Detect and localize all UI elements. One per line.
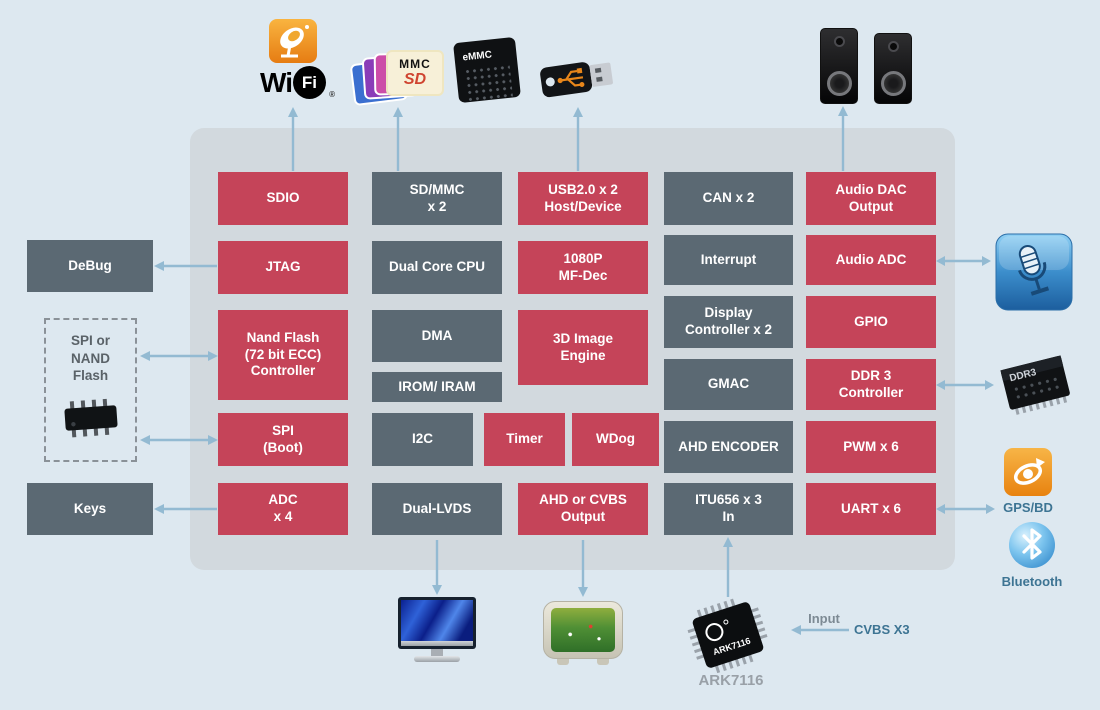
arrow-jtag-debug [154, 261, 217, 271]
speaker-left-icon [820, 28, 858, 104]
speaker-right-icon [874, 33, 912, 104]
block-keys: Keys [27, 483, 153, 535]
mmc-sd-front-card: MMC SD [386, 50, 444, 96]
block-1080p-mfdec: 1080P MF-Dec [518, 241, 648, 294]
headrest-monitor-body [543, 601, 623, 659]
block-itu656: ITU656 x 3 In [664, 483, 793, 535]
block-3d-image-engine: 3D Image Engine [518, 310, 648, 385]
arrow-nandflash-spinand [140, 351, 218, 361]
block-dual-lvds: Dual-LVDS [372, 483, 502, 535]
block-can: CAN x 2 [664, 172, 793, 225]
emmc-label: eMMC [462, 49, 493, 64]
block-pwm: PWM x 6 [806, 421, 936, 473]
arrow-usb-drive [573, 107, 583, 171]
ahd-monitor-icon [543, 601, 623, 665]
wifi-logo-wi: Wi [260, 66, 293, 98]
arrow-ahdout-monitor [578, 540, 588, 597]
spi-nand-flash-box: SPI or NAND Flash [44, 318, 137, 462]
headrest-monitor-mounts [557, 659, 609, 665]
wifi-logo-fi-circle: Fi [292, 66, 326, 99]
block-nand-flash-controller: Nand Flash (72 bit ECC) Controller [218, 310, 348, 400]
ddr3-chip-icon: DDR3 [992, 348, 1082, 427]
input-label: Input [808, 611, 840, 626]
bluetooth-icon [1007, 520, 1057, 575]
wifi-logo: Wi Fi ® [260, 66, 335, 99]
lcd-frame [398, 597, 476, 649]
ark7116-chip-icon: ARK7116 [685, 596, 771, 679]
block-sdmmc: SD/MMC x 2 [372, 172, 502, 225]
wifi-device: Wi Fi ® [251, 18, 335, 99]
block-i2c: I2C [372, 413, 473, 466]
woofer-icon [826, 71, 852, 96]
wifi-logo-fi: Fi [301, 72, 318, 92]
lcd-stand-base [414, 656, 460, 662]
lcd-monitor-icon [398, 597, 476, 662]
block-ddr3-controller: DDR 3 Controller [806, 359, 936, 410]
arrow-ddr3ctrl-ddr3chip [936, 380, 994, 390]
block-dma: DMA [372, 310, 502, 362]
wifi-registered-mark: ® [329, 90, 335, 99]
arrow-sdio-wifi [288, 107, 298, 171]
block-gpio: GPIO [806, 296, 936, 348]
block-sdio: SDIO [218, 172, 348, 225]
microphone-icon [995, 233, 1073, 316]
arrow-sdmmc-cards [393, 107, 403, 171]
woofer-icon [880, 71, 906, 96]
mmc-text: MMC [399, 57, 431, 71]
block-spi-boot: SPI (Boot) [218, 413, 348, 466]
emmc-chip-icon: eMMC [453, 36, 521, 104]
satellite-dish-icon [269, 19, 317, 63]
mmc-sd-cards-icon: MMC SD [349, 50, 448, 107]
arrow-audioadc-mic [936, 256, 991, 266]
tweeter-icon [833, 36, 845, 47]
gps-label: GPS/BD [1003, 500, 1053, 515]
block-display-controller: Display Controller x 2 [664, 296, 793, 348]
arrow-audiodac-speakers [838, 106, 848, 171]
lcd-stand-neck [431, 649, 443, 656]
block-ahd-encoder: AHD ENCODER [664, 421, 793, 473]
arrow-uart-gps-bt [936, 504, 995, 514]
block-ahd-cvbs-output: AHD or CVBS Output [518, 483, 648, 535]
arrow-adc-keys [154, 504, 217, 514]
spi-nand-flash-label: SPI or NAND Flash [70, 333, 110, 384]
gps-icon [1003, 447, 1053, 502]
block-wdog: WDog [572, 413, 659, 466]
block-gmac: GMAC [664, 359, 793, 410]
block-jtag: JTAG [218, 241, 348, 294]
lcd-screen [401, 600, 473, 641]
soic-chip-icon [63, 398, 118, 437]
block-adc: ADC x 4 [218, 483, 348, 535]
block-dual-core-cpu: Dual Core CPU [372, 241, 502, 294]
arrow-ark-itu656 [723, 537, 733, 597]
cvbs-label: CVBS X3 [854, 622, 910, 637]
block-irom-iram: IROM/ IRAM [372, 372, 502, 402]
headrest-monitor-screen [551, 608, 615, 652]
emmc-chip-body: eMMC [453, 36, 521, 104]
block-audio-adc: Audio ADC [806, 235, 936, 285]
usb-drive-icon [539, 50, 617, 111]
block-interrupt: Interrupt [664, 235, 793, 285]
block-uart: UART x 6 [806, 483, 936, 535]
block-debug: DeBug [27, 240, 153, 292]
arrow-lvds-lcd [432, 540, 442, 595]
bluetooth-label: Bluetooth [1001, 574, 1063, 589]
block-usb2: USB2.0 x 2 Host/Device [518, 172, 648, 225]
emmc-ball-grid [463, 63, 514, 103]
tweeter-icon [887, 41, 899, 52]
sd-text: SD [403, 71, 427, 88]
speakers-icon [820, 28, 912, 104]
block-timer: Timer [484, 413, 565, 466]
block-audio-dac: Audio DAC Output [806, 172, 936, 225]
ark7116-caption: ARK7116 [698, 672, 764, 689]
arrow-cvbs-input [791, 625, 849, 635]
lcd-bottom-strip [401, 641, 473, 646]
arrow-spiboot-spinand [140, 435, 218, 445]
